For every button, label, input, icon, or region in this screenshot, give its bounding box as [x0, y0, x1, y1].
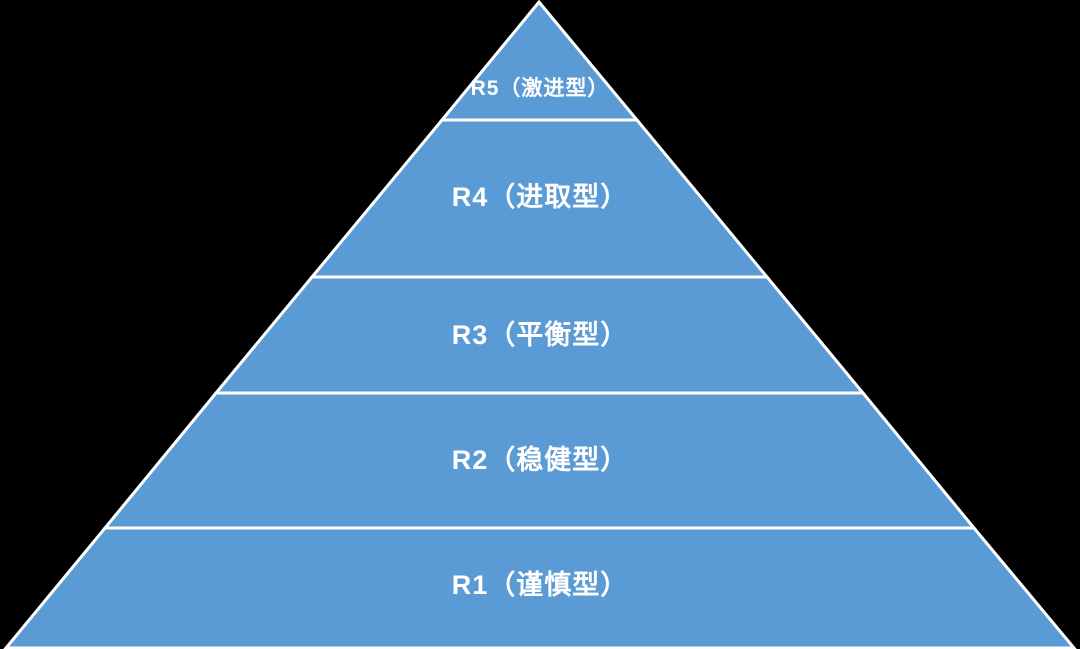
pyramid-segment-r1: [3, 526, 1077, 649]
pyramid-segment-r5: [438, 0, 641, 122]
pyramid-segment-r2: [101, 391, 978, 530]
pyramid-segment-r4: [308, 118, 771, 279]
pyramid-segment-r3: [212, 275, 867, 395]
